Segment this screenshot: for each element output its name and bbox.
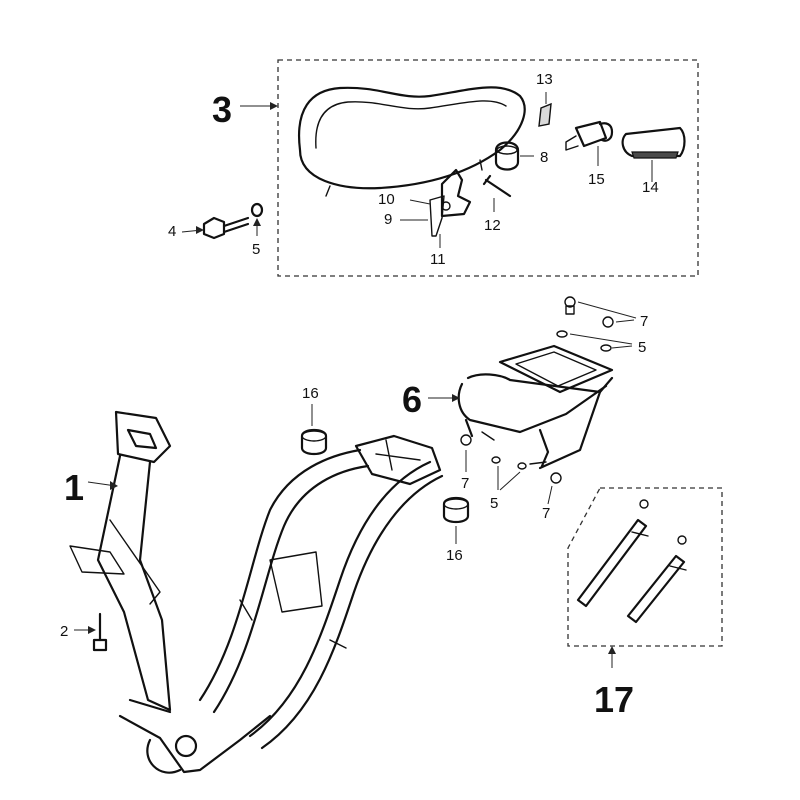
label-2: 2 [60, 623, 68, 640]
label-5-seat: 5 [252, 241, 260, 258]
bolt-4 [202, 216, 250, 240]
seat-hinge [429, 168, 472, 237]
label-12: 12 [484, 217, 501, 234]
label-5-rack: 5 [638, 339, 646, 356]
seat [297, 86, 526, 197]
rod-group-box [567, 487, 723, 647]
label-10: 10 [378, 191, 395, 208]
rear-rack [457, 344, 614, 470]
label-3: 3 [212, 89, 232, 130]
support-rods [576, 499, 687, 624]
bushing-16-bottom [442, 496, 470, 524]
lock-cover [621, 126, 686, 159]
label-9: 9 [384, 211, 392, 228]
screw-12 [482, 174, 512, 198]
rack-fasteners [460, 296, 614, 484]
label-8: 8 [540, 149, 548, 166]
label-7-left: 7 [461, 475, 469, 492]
label-13: 13 [536, 71, 553, 88]
label-5-lower: 5 [490, 495, 498, 512]
label-15: 15 [588, 171, 605, 188]
frame [69, 410, 444, 774]
label-7-top: 7 [640, 313, 648, 330]
leader-lines [74, 92, 653, 668]
seat-group-box [277, 59, 699, 277]
label-11: 11 [430, 251, 446, 268]
seat-lock [565, 120, 614, 151]
label-7-right: 7 [542, 505, 550, 522]
label-6: 6 [402, 379, 422, 420]
bolt-2 [92, 612, 108, 652]
label-16-top: 16 [302, 385, 319, 402]
label-1: 1 [64, 467, 84, 508]
rubber-bump [494, 141, 520, 171]
label-17: 17 [594, 679, 634, 720]
seat-clip [538, 102, 552, 127]
label-16-bottom: 16 [446, 547, 463, 564]
bushing-16-top [300, 428, 328, 456]
washer-5-top [250, 202, 264, 218]
label-14: 14 [642, 179, 659, 196]
label-4: 4 [168, 223, 176, 240]
